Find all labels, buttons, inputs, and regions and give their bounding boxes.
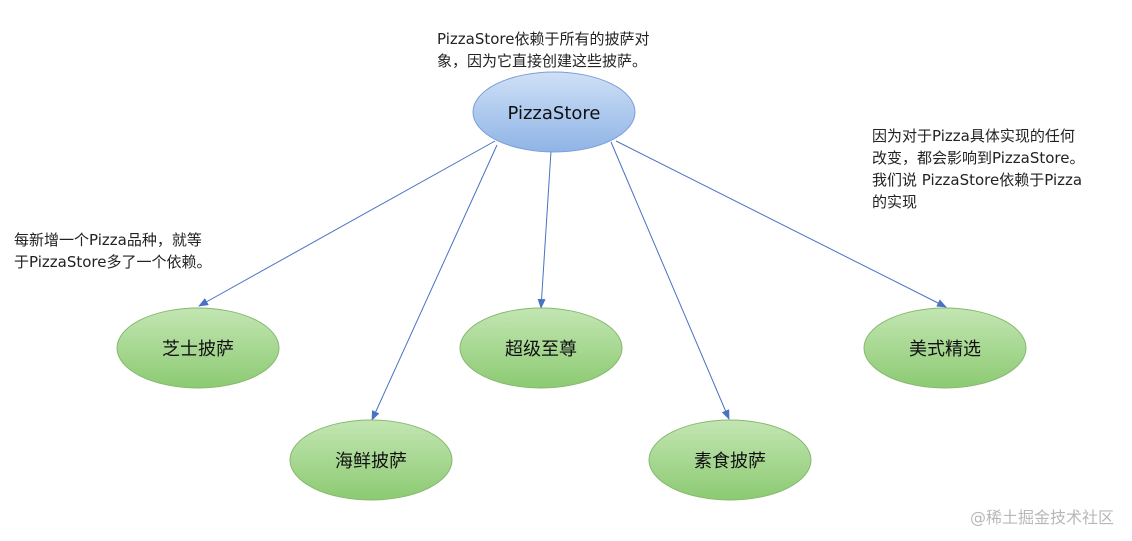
node-supreme-pizza: 超级至尊 — [459, 307, 623, 389]
node-seafood-pizza-shape — [289, 419, 453, 501]
edge-root-cheese — [198, 140, 496, 307]
node-cheese-pizza-shape — [116, 307, 280, 389]
node-cheese-pizza: 芝士披萨 — [116, 307, 280, 389]
node-supreme-pizza-label: 超级至尊 — [505, 339, 577, 360]
edge-root-american — [615, 140, 947, 308]
watermark: @稀土掘金技术社区 — [969, 508, 1114, 527]
edge-root-veggie — [610, 141, 730, 420]
node-veggie-pizza-shape — [648, 419, 812, 501]
note-top: PizzaStore依赖于所有的披萨对 象，因为它直接创建这些披萨。 — [437, 30, 650, 70]
node-seafood-pizza: 海鲜披萨 — [289, 419, 453, 501]
node-american-pizza-label: 美式精选 — [909, 339, 981, 360]
node-veggie-pizza-label: 素食披萨 — [694, 451, 766, 472]
node-pizzastore: PizzaStore — [472, 71, 636, 153]
edge-root-seafood — [371, 144, 498, 421]
node-american-pizza-shape — [863, 307, 1027, 389]
node-veggie-pizza: 素食披萨 — [648, 419, 812, 501]
node-pizzastore-shape — [472, 71, 636, 153]
note-right: 因为对于Pizza具体实现的任何 改变，都会影响到PizzaStore。 我们说… — [872, 127, 1085, 211]
node-pizzastore-label: PizzaStore — [508, 103, 601, 124]
edges — [198, 140, 947, 421]
node-supreme-pizza-shape — [459, 307, 623, 389]
node-cheese-pizza-label: 芝士披萨 — [162, 339, 234, 360]
node-american-pizza: 美式精选 — [863, 307, 1027, 389]
note-left: 每新增一个Pizza品种，就等 于PizzaStore多了一个依赖。 — [14, 231, 212, 271]
edge-root-supreme — [537, 150, 552, 309]
node-seafood-pizza-label: 海鲜披萨 — [335, 451, 407, 472]
